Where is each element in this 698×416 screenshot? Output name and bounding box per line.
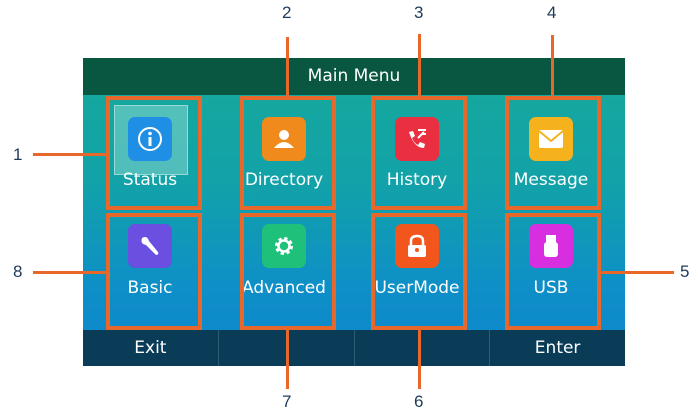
leader-line-7 <box>286 328 289 389</box>
callout-box-6 <box>371 213 467 330</box>
enter-softkey[interactable]: Enter <box>534 338 581 358</box>
softkey-3[interactable] <box>355 330 491 366</box>
menu-item-label: Status <box>122 170 178 190</box>
menu-item-basic[interactable]: Basic <box>107 216 193 316</box>
callout-number-8: 8 <box>13 262 23 281</box>
contact-icon <box>262 117 306 161</box>
info-icon <box>128 117 172 161</box>
call-history-icon <box>395 117 439 161</box>
usb-icon <box>529 224 573 268</box>
callout-box-3 <box>371 96 467 210</box>
leader-line-4 <box>551 35 554 97</box>
callout-box-8 <box>106 213 202 330</box>
phone-screen: Main Menu Status Directory History Messa… <box>83 58 625 366</box>
callout-number-2: 2 <box>282 3 292 22</box>
gear-icon <box>262 224 306 268</box>
callout-number-3: 3 <box>414 3 424 22</box>
callout-box-4 <box>505 96 601 210</box>
callout-box-5 <box>505 213 601 330</box>
callout-box-2 <box>240 96 336 210</box>
menu-item-label: History <box>386 170 448 190</box>
title-bar: Main Menu <box>83 58 625 95</box>
callout-box-7 <box>240 213 336 330</box>
softkey-2[interactable] <box>219 330 355 366</box>
menu-item-usermode[interactable]: UserMode <box>374 216 460 316</box>
menu-item-label: Advanced <box>242 278 326 298</box>
callout-number-1: 1 <box>13 145 23 164</box>
menu-item-label: USB <box>533 278 569 298</box>
menu-item-status[interactable]: Status <box>107 98 193 198</box>
callout-number-6: 6 <box>414 392 424 411</box>
callout-box-1 <box>106 96 202 210</box>
menu-item-label: UserMode <box>374 278 460 298</box>
menu-item-message[interactable]: Message <box>508 98 594 198</box>
callout-number-7: 7 <box>282 392 292 411</box>
softkey-bar: Exit Enter <box>83 330 625 366</box>
menu-item-directory[interactable]: Directory <box>241 98 327 198</box>
callout-number-4: 4 <box>547 3 557 22</box>
menu-item-history[interactable]: History <box>374 98 460 198</box>
menu-item-label: Directory <box>244 170 324 190</box>
leader-line-1 <box>33 153 108 156</box>
menu-item-label: Message <box>513 170 589 190</box>
leader-line-6 <box>418 328 421 389</box>
leader-line-5 <box>600 271 674 274</box>
exit-softkey[interactable]: Exit <box>83 330 219 366</box>
callout-number-5: 5 <box>680 262 690 281</box>
lock-icon <box>395 224 439 268</box>
menu-item-usb[interactable]: USB <box>508 216 594 316</box>
leader-line-8 <box>33 271 108 274</box>
envelope-icon <box>529 117 573 161</box>
leader-line-3 <box>418 34 421 97</box>
menu-item-label: Basic <box>127 278 173 298</box>
leader-line-2 <box>286 37 289 97</box>
menu-item-advanced[interactable]: Advanced <box>241 216 327 316</box>
wrench-icon <box>128 224 172 268</box>
